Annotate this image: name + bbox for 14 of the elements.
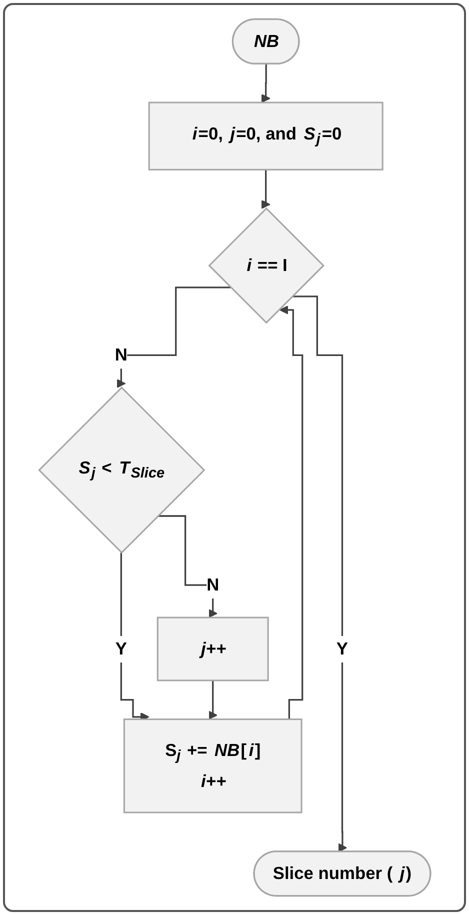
node-box: S$_{j}$ += NB[i] i++ [123,718,302,814]
edge-label: Y [336,639,348,658]
edge-label: N [206,575,219,595]
edge-label: N [114,345,128,365]
edge-label: Y [115,639,127,658]
node-box: j++ [156,616,269,682]
node-diamond: S$_{j}$ < T$_{Slice}$ [38,386,205,554]
arrow [208,680,218,720]
arrow [116,286,230,388]
node-box: i=0, j=0, and S$_{j}$=0 [148,102,384,170]
arrow [292,296,347,852]
arrow [261,168,270,209]
node-diamond: i == I [208,207,324,324]
arrow [261,63,270,103]
